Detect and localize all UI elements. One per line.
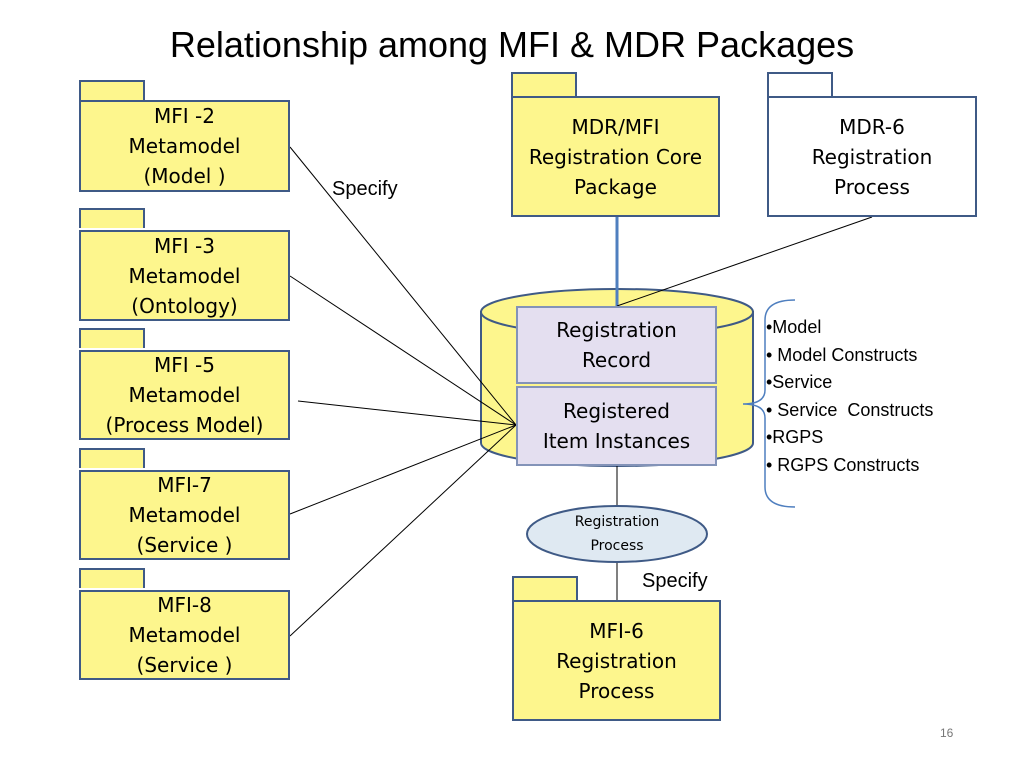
mfi5-link [297,400,517,426]
mfi8-link [289,424,517,637]
package-mfi3: MFI -3 Metamodel (Ontology) [79,208,290,321]
mdr6-to-repository-link [616,216,873,307]
bullet-item: •Service [766,372,833,392]
page-title: Relationship among MFI & MDR Packages [169,24,855,65]
bullet-item: • Model Constructs [766,344,918,365]
package-mfi6: MFI-6 Registration Process [512,576,721,721]
bullet-item: • RGPS Constructs [766,454,920,475]
package-mfi8: MFI-8 Metamodel (Service ) [79,568,290,680]
package-mfi3-label: MFI -3 Metamodel (Ontology) [79,230,290,321]
package-core: MDR/MFI Registration Core Package [511,72,720,217]
bullets-brace [742,299,796,508]
specify-label-bottom: Specify [642,570,708,592]
package-mfi6-label: MFI-6 Registration Process [512,600,721,721]
page-number: 16 [940,726,954,740]
package-mfi7: MFI-7 Metamodel (Service ) [79,448,290,560]
package-mfi2: MFI -2 Metamodel (Model ) [79,80,290,192]
package-mfi8-label: MFI-8 Metamodel (Service ) [79,590,290,680]
mfi7-link [289,424,517,515]
mfi2-link [289,146,517,426]
registration-process-label: Registration Process [574,514,660,554]
package-mfi2-label: MFI -2 Metamodel (Model ) [79,100,290,192]
registration-process-oval [526,505,708,563]
package-mdr6: MDR-6 Registration Process [767,72,977,217]
package-mfi7-label: MFI-7 Metamodel (Service ) [79,470,290,560]
package-mfi5-label: MFI -5 Metamodel (Process Model) [79,350,290,440]
registered-item-instances: Registered Item Instances [516,386,717,466]
package-core-label: MDR/MFI Registration Core Package [511,96,720,217]
registration-record: Registration Record [516,306,717,384]
content-bullets: •Model • Model Constructs •Service • Ser… [766,314,933,479]
package-mfi5: MFI -5 Metamodel (Process Model) [79,328,290,440]
bullet-item: •RGPS [766,427,824,447]
specify-label-top: Specify [332,178,398,200]
bullet-item: • Service Constructs [766,399,934,420]
mfi3-link [289,275,517,426]
package-mdr6-label: MDR-6 Registration Process [767,96,977,217]
bullet-item: •Model [766,317,822,337]
